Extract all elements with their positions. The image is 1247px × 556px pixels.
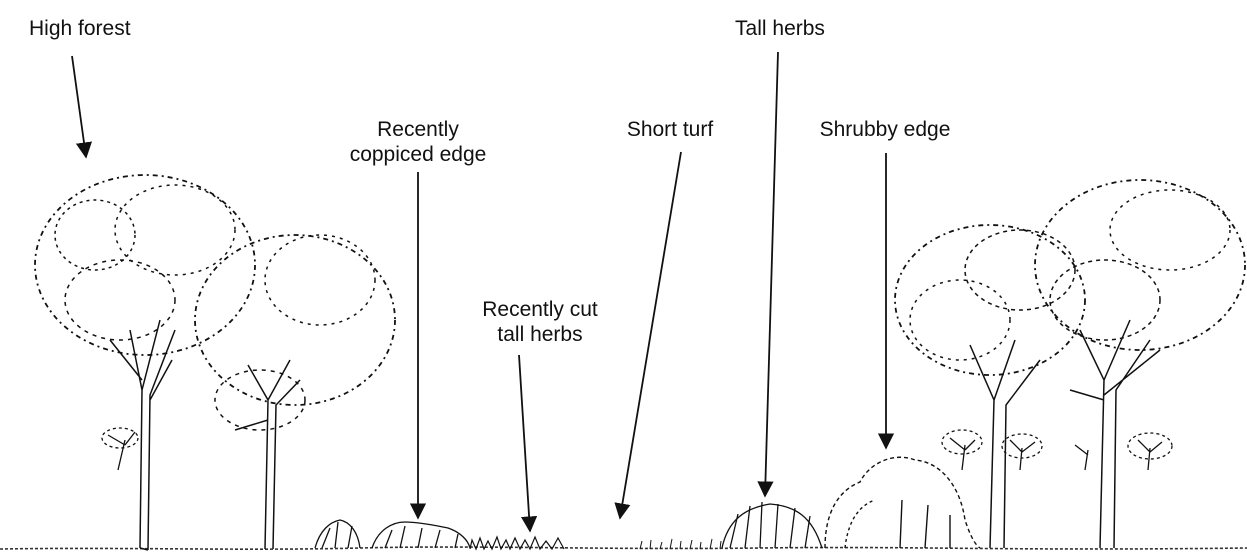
arrow-high-forest	[72, 56, 86, 157]
tree-right-1	[895, 225, 1085, 548]
tall-herbs	[722, 502, 822, 548]
saplings-right	[942, 430, 1172, 470]
short-turf-grass	[640, 539, 721, 549]
arrow-tall-herbs	[765, 52, 778, 496]
shrubby-edge	[825, 457, 980, 548]
sapling-left	[102, 428, 138, 470]
tree-right-2	[1035, 180, 1245, 548]
tree-left-2	[195, 235, 395, 549]
ground-line	[0, 547, 1247, 549]
tree-left-1	[35, 175, 255, 550]
arrow-short-turf	[620, 152, 681, 518]
arrow-recently-cut-tall-herbs	[519, 355, 530, 531]
coppiced-shrubs	[315, 520, 470, 548]
